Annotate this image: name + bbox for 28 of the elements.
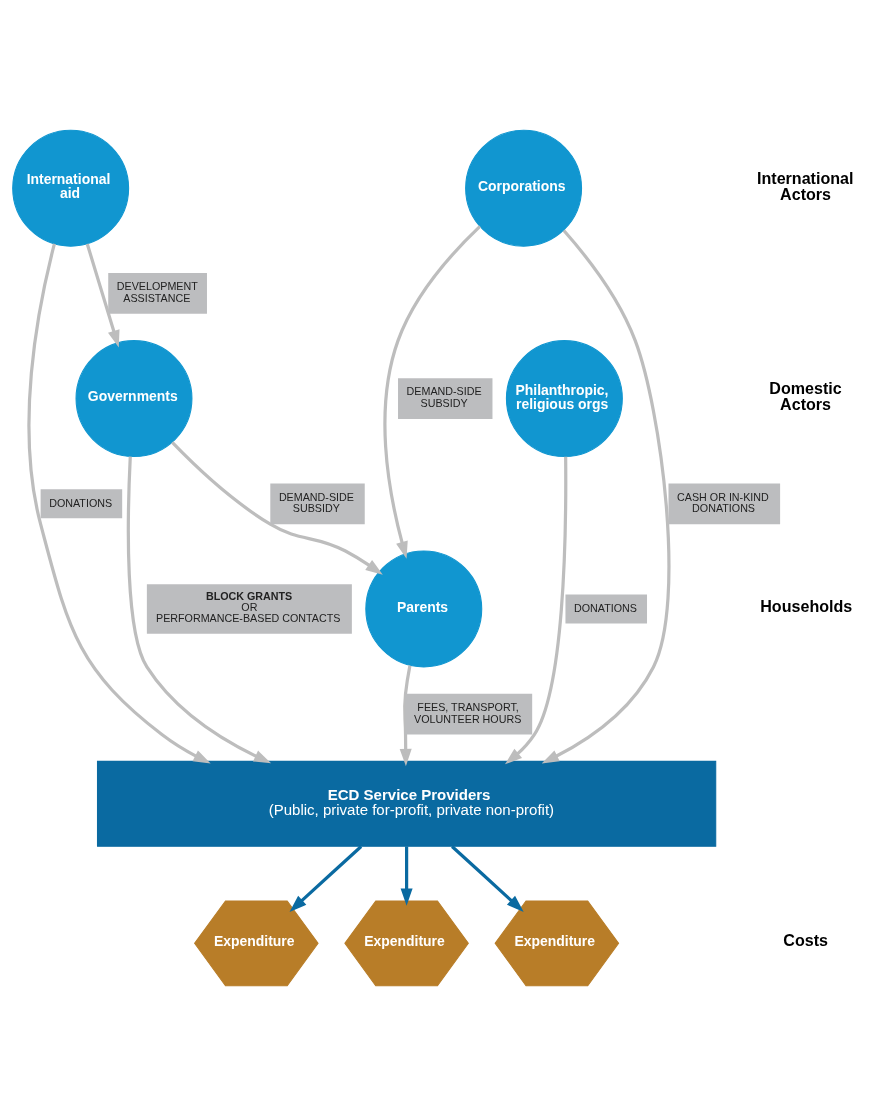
arrow (126, 456, 272, 764)
label: Costs (783, 930, 828, 949)
node-circle: Philanthropic, religious orgs (505, 340, 623, 458)
edge-label: DEVELOPMENT ASSISTANCE (116, 280, 198, 305)
node-circle: International aid (12, 129, 130, 247)
node-circle: Governments (75, 340, 193, 458)
arrow (400, 846, 413, 906)
edge-label: DONATIONS (574, 602, 637, 615)
edge-label: DONATIONS (49, 497, 113, 510)
arrow (541, 229, 671, 764)
arrow (27, 243, 211, 764)
edge-label: CASH OR IN-KIND DONATIONS (677, 490, 769, 515)
arrow (451, 845, 524, 912)
label: Domestic Actors (769, 379, 842, 414)
arrow (505, 456, 568, 765)
edge-label: FEES, TRANSPORT, VOLUNTEER HOURS (414, 700, 522, 725)
arrow (171, 441, 383, 575)
edge-label: DEMAND-SIDE SUBSIDY (278, 490, 354, 515)
node-box: ECD Service Providers (Public, private for-profit, private non-profit) (96, 760, 717, 847)
arrow (399, 665, 412, 767)
label: Households (760, 596, 853, 615)
arrow (383, 225, 482, 559)
node-circle: Corporations (465, 129, 583, 247)
label: International Actors (757, 168, 854, 204)
edge-label: DEMAND-SIDE SUBSIDY (406, 385, 482, 410)
arrow (85, 243, 120, 348)
edge-label: BLOCK GRANTS OR PERFORMANCE-BASED CONTACTS (155, 590, 341, 624)
arrow (289, 845, 363, 912)
